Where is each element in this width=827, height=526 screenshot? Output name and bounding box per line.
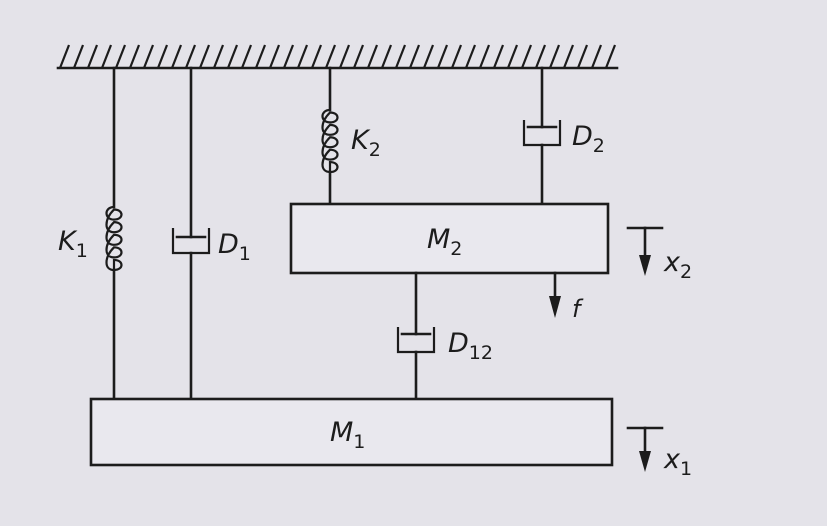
label-k1: K1 [58, 226, 88, 262]
hatch-mark [352, 44, 365, 69]
hatch-mark [422, 44, 435, 69]
hatch-mark [464, 44, 477, 69]
label-m1: M1 [330, 417, 365, 453]
hatch-mark [72, 44, 85, 69]
hatch-mark [534, 44, 547, 69]
hatch-mark [506, 44, 519, 69]
mass-m2 [289, 202, 610, 275]
damper-d2 [522, 66, 562, 206]
hatch-mark [590, 44, 603, 69]
hatch-mark [100, 44, 113, 69]
damper-d1 [171, 66, 211, 401]
hatch-mark [492, 44, 505, 69]
hatch-mark [576, 44, 589, 69]
hatch-mark [268, 44, 281, 69]
hatch-mark [226, 44, 239, 69]
hatch-mark [254, 44, 267, 69]
hatch-mark [240, 44, 253, 69]
hatch-mark [142, 44, 155, 69]
hatch-mark [394, 44, 407, 69]
hatch-mark [338, 44, 351, 69]
hatch-mark [58, 44, 71, 69]
hatch-mark [296, 44, 309, 69]
spring-k2 [321, 66, 339, 206]
hatch-mark [436, 44, 449, 69]
hatch-mark [478, 44, 491, 69]
hatch-mark [408, 44, 421, 69]
hatch-mark [170, 44, 183, 69]
hatch-mark [324, 44, 337, 69]
label-k2: K2 [351, 125, 381, 161]
hatch-mark [114, 44, 127, 69]
spring-k1 [105, 66, 123, 401]
hatch-mark [366, 44, 379, 69]
label-x2: x2 [663, 247, 692, 283]
label-d1: D1 [218, 229, 251, 265]
mass-m1 [89, 397, 614, 467]
hatch-mark [128, 44, 141, 69]
force-arrow [549, 271, 561, 318]
displacement-x2-arrow [626, 226, 664, 276]
hatch-mark [380, 44, 393, 69]
damper-d12 [396, 271, 436, 401]
label-m2: M2 [427, 224, 462, 260]
hatch-mark [156, 44, 169, 69]
label-force: f [572, 295, 584, 323]
hatch-mark [282, 44, 295, 69]
label-d12: D12 [448, 328, 493, 364]
hatch-mark [310, 44, 323, 69]
label-x1: x1 [663, 444, 692, 480]
hatch-mark [520, 44, 533, 69]
hatch-mark [562, 44, 575, 69]
hatch-mark [450, 44, 463, 69]
hatch-mark [548, 44, 561, 69]
hatch-mark [86, 44, 99, 69]
hatch-mark [198, 44, 211, 69]
ground-ceiling [56, 44, 619, 70]
hatch-mark [604, 44, 617, 69]
hatch-mark [212, 44, 225, 69]
label-d2: D2 [572, 121, 605, 157]
hatch-mark [184, 44, 197, 69]
displacement-x1-arrow [626, 426, 664, 472]
